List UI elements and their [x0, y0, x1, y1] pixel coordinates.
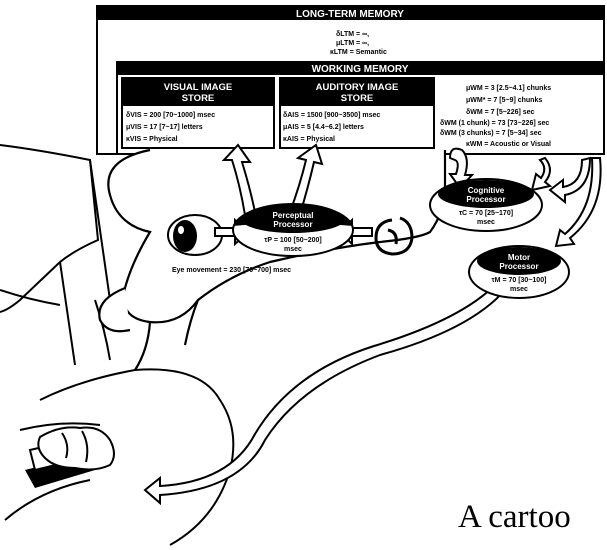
arrow-to-visual-store [221, 143, 257, 217]
ais-title: AUDITORY IMAGE [316, 82, 399, 93]
wm-capacity-star: μWM* = 7 [5~9] chunks [466, 97, 542, 104]
ais-code: κAIS = Physical [283, 136, 335, 143]
motor-processor: Motor Processor τM = 70 [30~100] msec [468, 245, 570, 299]
cognitive-unit: msec [477, 219, 495, 226]
motor-cycle-time: τM = 70 [30~100] [492, 277, 547, 284]
caption-text: A cartoo [458, 499, 571, 535]
ltm-header: LONG-TERM MEMORY [296, 9, 404, 20]
hand-icon [37, 426, 115, 471]
wm-decay-1-chunk: δWM (1 chunk) = 73 [73~226] sec [440, 120, 549, 127]
memory-panel: LONG-TERM MEMORY δLTM = ∞, μLTM = ∞, κLT… [96, 5, 605, 155]
motor-unit: msec [510, 286, 528, 293]
wm-decay: δWM = 7 [5~226] sec [466, 109, 535, 116]
arrow-cognitive-loop-2 [530, 156, 553, 192]
ais-decay: δAIS = 1500 [900~3500] msec [283, 112, 380, 119]
ais-header-bar [280, 78, 434, 106]
perceptual-unit: msec [284, 246, 302, 253]
motor-title: Motor [508, 253, 530, 262]
vis-title: VISUAL IMAGE [164, 82, 232, 93]
cartoon-head [98, 148, 447, 371]
ear-icon [374, 216, 414, 256]
motor-title-processor: Processor [499, 262, 538, 271]
ltm-header-bar [97, 6, 604, 20]
arrow-cognitive-loop-3 [548, 156, 592, 205]
computer-monitor [0, 144, 111, 366]
cognitive-cycle-time: τC = 70 [25~170] [459, 210, 513, 217]
wm-capacity: μWM = 3 [2.5~4.1] chunks [466, 85, 551, 92]
cognitive-title-processor: Processor [466, 195, 505, 204]
eye-icon [167, 214, 223, 256]
ltm-capacity: μLTM = ∞, [336, 40, 369, 47]
vis-code: κVIS = Physical [126, 136, 178, 143]
ais-title-store: STORE [341, 93, 374, 104]
arm-outline [4, 368, 235, 546]
eye-movement-time: Eye movement = 230 [70~700] msec [172, 267, 291, 274]
ltm-decay: δLTM = ∞, [336, 31, 369, 38]
wm-decay-3-chunks: δWM (3 chunks) = 7 [5~34] sec [440, 130, 542, 137]
wm-code: κWM = Acoustic or Visual [466, 141, 551, 148]
vis-title-store: STORE [182, 93, 215, 104]
arrow-motor-to-hand [143, 283, 507, 506]
perceptual-processor: Perceptual Processor τP = 100 [50~200] m… [232, 203, 354, 257]
ltm-code: κLTM = Semantic [330, 49, 387, 56]
arrow-cognitive-loop-1 [448, 147, 475, 190]
arrow-to-auditory-store [288, 143, 324, 216]
cognitive-title: Cognitive [468, 186, 505, 195]
vis-capacity: μVIS = 17 [7~17] letters [126, 124, 203, 131]
ais-capacity: μAIS = 5 [4.4~6.2] letters [283, 124, 364, 131]
perceptual-title-processor: Processor [273, 220, 312, 229]
perceptual-title: Perceptual [273, 211, 314, 220]
cognitive-processor: Cognitive Processor τC = 70 [25~170] mse… [429, 178, 543, 232]
wm-header: WORKING MEMORY [312, 64, 409, 75]
arrow-to-motor [554, 157, 602, 248]
perceptual-cycle-time: τP = 100 [50~200] [264, 237, 321, 244]
wm-header-bar [117, 62, 604, 75]
vis-decay: δVIS = 200 [70~1000] msec [126, 112, 215, 119]
vis-header-bar [122, 78, 274, 106]
